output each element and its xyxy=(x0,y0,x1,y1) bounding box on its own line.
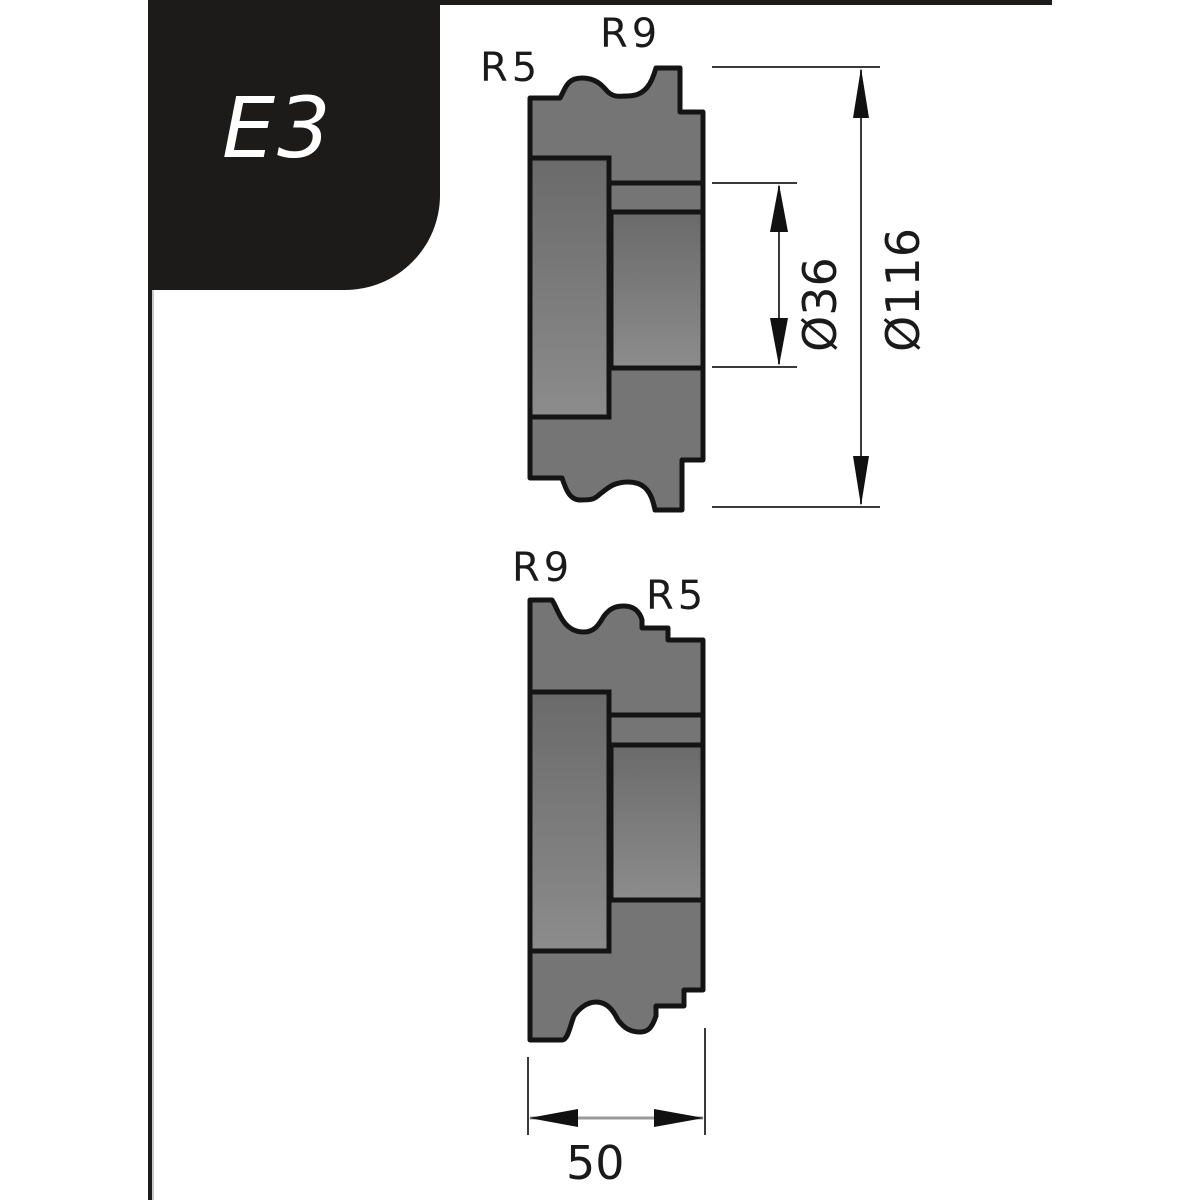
profile-code-label: E3 xyxy=(222,79,333,177)
width-arrow-left-icon xyxy=(529,1109,578,1127)
bore-arrow-top-icon xyxy=(770,184,788,232)
lower-radius-right-label: R5 xyxy=(646,573,708,619)
lower-roller-bore-block xyxy=(608,742,706,903)
profile-badge xyxy=(148,0,440,290)
od-arrow-top-icon xyxy=(853,68,869,118)
outer-diameter-label: Ø116 xyxy=(876,227,930,352)
left-border-shadow xyxy=(152,290,154,1200)
left-border-line xyxy=(148,0,152,1200)
upper-arrowheads xyxy=(770,68,869,506)
upper-radius-right-label: R9 xyxy=(600,11,662,57)
upper-radius-left-label: R5 xyxy=(480,45,542,91)
bore-arrow-bottom-icon xyxy=(770,318,788,366)
bore-diameter-label: Ø36 xyxy=(793,257,847,352)
frame xyxy=(148,0,1052,1200)
lower-roller-hub-block xyxy=(527,689,612,954)
upper-roller-hub-block xyxy=(527,155,612,420)
width-arrow-right-icon xyxy=(654,1109,704,1127)
lower-roller xyxy=(527,597,706,1043)
upper-roller-bore-block xyxy=(608,209,706,371)
top-border-line xyxy=(148,0,1052,5)
upper-roller xyxy=(527,65,706,513)
lower-radius-left-label: R9 xyxy=(512,545,574,591)
width-label: 50 xyxy=(566,1136,625,1190)
od-arrow-bottom-icon xyxy=(853,456,869,506)
width-arrowheads xyxy=(529,1109,704,1127)
